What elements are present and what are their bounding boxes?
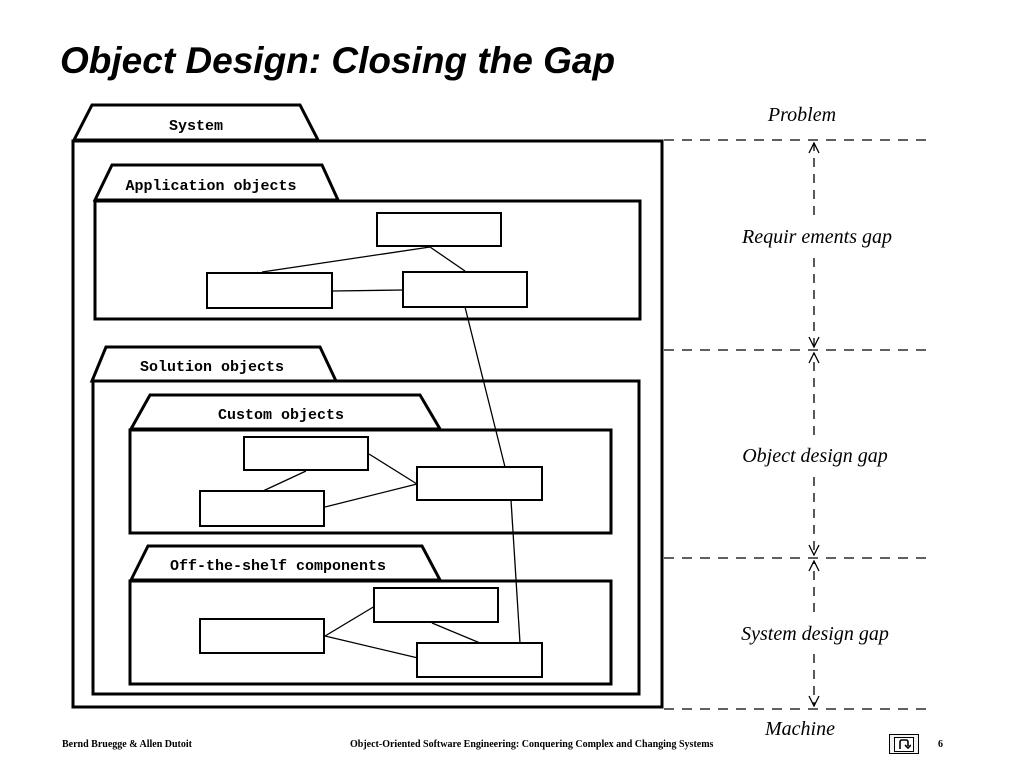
association-line xyxy=(429,246,466,272)
class-box xyxy=(206,272,333,309)
object-design-gap-label: Object design gap xyxy=(742,445,888,467)
slide-title: Object Design: Closing the Gap xyxy=(60,40,616,81)
gap-levels xyxy=(664,139,930,710)
application-objects-label: Application objects xyxy=(125,178,296,195)
association-line xyxy=(324,635,419,659)
requirements-gap-label: Requir ements gap xyxy=(741,226,892,248)
system-package-label: System xyxy=(169,118,223,135)
association-line xyxy=(324,483,418,508)
class-box xyxy=(376,212,502,247)
application-objects-body xyxy=(93,199,642,321)
association-line xyxy=(368,453,418,485)
class-box xyxy=(243,436,369,471)
footer-course: Object-Oriented Software Engineering: Co… xyxy=(350,739,714,750)
association-line xyxy=(324,605,376,637)
class-box xyxy=(373,587,499,623)
cross-package-link xyxy=(510,499,521,644)
off-the-shelf-package: Off-the-shelf components xyxy=(128,544,613,686)
custom-objects-label: Custom objects xyxy=(218,407,344,424)
page-number: 6 xyxy=(938,739,943,750)
solution-objects-label: Solution objects xyxy=(140,359,284,376)
footer-authors: Bernd Bruegge & Allen Dutoit xyxy=(62,739,192,750)
class-box xyxy=(416,466,543,501)
association-line xyxy=(431,622,481,644)
return-arrow-icon xyxy=(894,736,914,752)
off-the-shelf-label: Off-the-shelf components xyxy=(170,558,386,575)
class-box xyxy=(199,490,325,527)
association-line xyxy=(262,470,307,492)
class-box xyxy=(402,271,528,308)
application-objects-package: Application objects xyxy=(92,163,642,321)
machine-label: Machine xyxy=(764,718,835,740)
association-line xyxy=(261,246,431,273)
back-button[interactable] xyxy=(889,734,919,754)
custom-objects-package: Custom objects xyxy=(128,393,613,535)
class-box xyxy=(199,618,325,654)
problem-label: Problem xyxy=(767,104,836,126)
class-box xyxy=(416,642,543,678)
association-line xyxy=(332,289,404,292)
cross-package-link xyxy=(464,306,506,468)
system-design-gap-label: System design gap xyxy=(741,623,889,645)
